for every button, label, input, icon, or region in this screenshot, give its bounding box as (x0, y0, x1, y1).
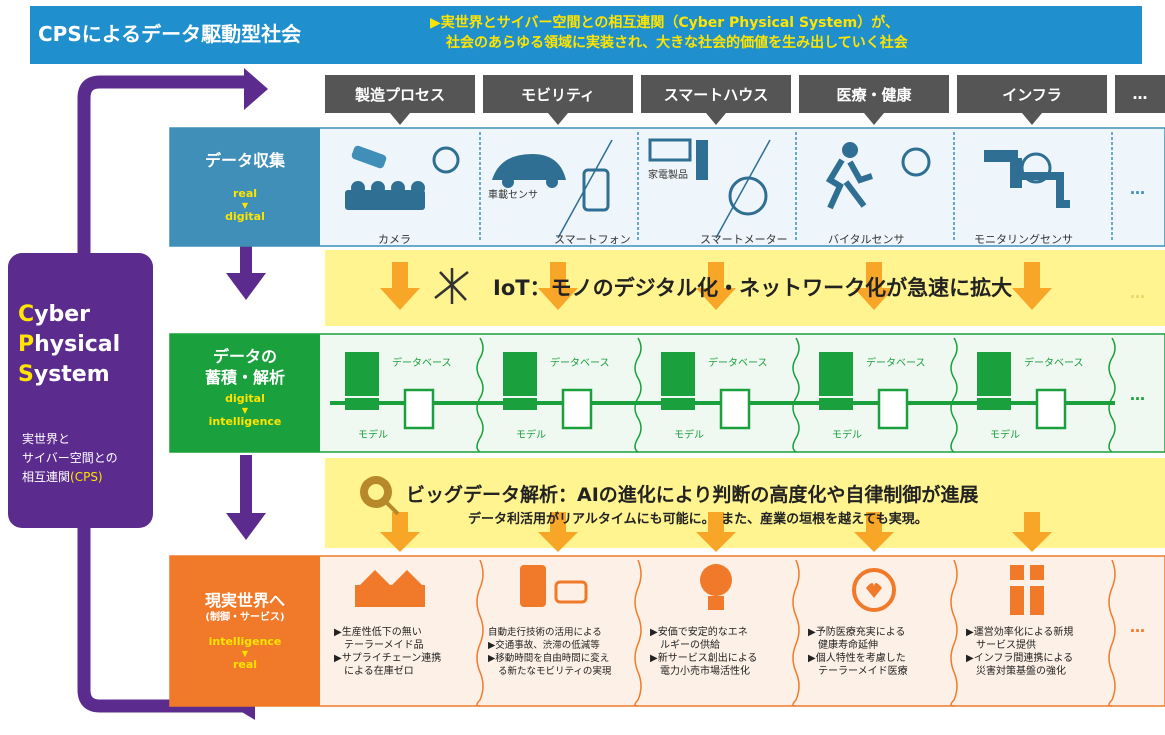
db-more: … (1130, 386, 1145, 404)
real-cell-manufacturing: ▶生産性低下の無いテーラーメイド品 ▶サプライチェーン連携による在庫ゼロ (334, 627, 442, 677)
monitoring-sensor-icon (984, 150, 1070, 208)
real-cell-mobility: 自動走行技術の活用による▶交通事故、渋滞の低減等 ▶移動時間を自由時間に変える新… (488, 627, 612, 677)
db-label: データベース (708, 358, 768, 369)
bigdata-band-text: ビッグデータ解析：AIの進化により判断の高度化や自律制御が進展 (406, 484, 979, 506)
model-label: モデル (990, 430, 1020, 441)
autonomous-car-icon (520, 565, 588, 607)
vital-sensor-icon (825, 142, 931, 210)
db-label: データベース (1024, 358, 1084, 369)
collect-layer-bg (170, 128, 320, 246)
factory-icon (355, 570, 425, 607)
bigdata-analysis-icon (360, 476, 400, 516)
collect-layer-title: データ収集 (204, 151, 285, 170)
sector-infrastructure: インフラ (957, 75, 1107, 113)
real-cell-smart-house: ▶安価で安定的なエネルギーの供給 ▶新サービス創出による電力小売市場活性化 (650, 627, 758, 677)
sector-arrow (1022, 113, 1042, 125)
cycle-arrowhead (244, 68, 268, 110)
real-more: … (1130, 618, 1145, 636)
sector-mobility: モビリティ (483, 75, 633, 113)
iot-more: … (1130, 284, 1145, 302)
home-appliance-icon (648, 138, 771, 239)
real-layer-title: 現実世界へ (204, 591, 285, 610)
db-label: データベース (550, 358, 610, 369)
sector-smart-house: スマートハウス (641, 75, 791, 113)
collect-label-smart-meter: スマートメーター (700, 233, 788, 246)
collect-label-appliance: 家電製品 (648, 170, 688, 181)
iot-band-text: IoT：モノのデジタル化・ネットワーク化が急速に拡大 (493, 276, 1013, 300)
collect-layer-box: データ収集 real ▼ digital (170, 150, 320, 224)
sector-arrow (548, 113, 568, 125)
real-cell-medical: ▶予防医療充実による健康寿命延伸 ▶個人特性を考慮したテーラーメイド医療 (808, 627, 908, 677)
cps-description: 実世界と サイバー空間との 相互連関(CPS) (22, 432, 118, 484)
sector-more: … (1115, 75, 1165, 113)
cps-panel (8, 253, 153, 528)
network-icon (434, 268, 469, 304)
cps-title: Cyber Physical System (18, 302, 121, 387)
down-arrow-1 (226, 273, 266, 300)
collect-label-car-sensor: 車載センサ (488, 190, 538, 201)
car-sensor-icon (492, 139, 613, 239)
collect-label-vital-sensor: バイタルセンサ (828, 233, 905, 246)
light-bulb-icon (700, 564, 732, 610)
store-layer-box: データの 蓄積・解析 digital ▼ intelligence (170, 346, 320, 429)
cps-initial-s: S (18, 362, 34, 387)
real-layer-bg (170, 556, 320, 706)
model-label: モデル (674, 430, 704, 441)
sector-arrow (390, 113, 410, 125)
real-layer-box: 現実世界へ (制御・サービス) intelligence ▼ real (170, 590, 320, 672)
sector-arrow (864, 113, 884, 125)
banner-title: CPSによるデータ駆動型社会 (38, 22, 302, 46)
model-label: モデル (358, 430, 388, 441)
real-cell-infrastructure: ▶運営効率化による新規サービス提供 ▶インフラ間連携による災害対策基盤の強化 (966, 627, 1074, 677)
db-label: データベース (392, 358, 452, 369)
banner-subtitle-line2: 社会のあらゆる領域に実装され、大きな社会的価値を生み出していく社会 (446, 35, 908, 51)
sector-manufacturing: 製造プロセス (325, 75, 475, 113)
model-label: モデル (832, 430, 862, 441)
building-icon (1004, 565, 1050, 615)
down-arrow-2 (226, 513, 266, 540)
collect-label-smartphone: スマートフォン (554, 233, 631, 246)
healthcare-icon (852, 568, 896, 612)
collect-label-monitoring-sensor: モニタリングセンサ (974, 233, 1073, 246)
cps-initial-c: C (18, 302, 35, 327)
model-label: モデル (516, 430, 546, 441)
top-banner (30, 6, 1142, 64)
banner-subtitle-line1: ▶実世界とサイバー空間との相互連関（Cyber Physical System）… (430, 15, 899, 31)
camera-icon (345, 145, 460, 210)
collect-label-camera: カメラ (378, 233, 411, 246)
store-layer-title-1: データの (212, 347, 277, 366)
database-icons (345, 352, 1067, 430)
sector-medical: 医療・健康 (799, 75, 949, 113)
cps-initial-p: P (18, 332, 35, 357)
collect-more: … (1130, 180, 1145, 198)
db-label: データベース (866, 358, 926, 369)
sector-arrow (706, 113, 726, 125)
store-layer-title-2: 蓄積・解析 (204, 368, 285, 387)
store-layer-bg (170, 334, 320, 452)
bigdata-band-sub: データ利活用がリアルタイムにも可能に。 また、産業の垣根を越えても実現。 (468, 512, 928, 527)
